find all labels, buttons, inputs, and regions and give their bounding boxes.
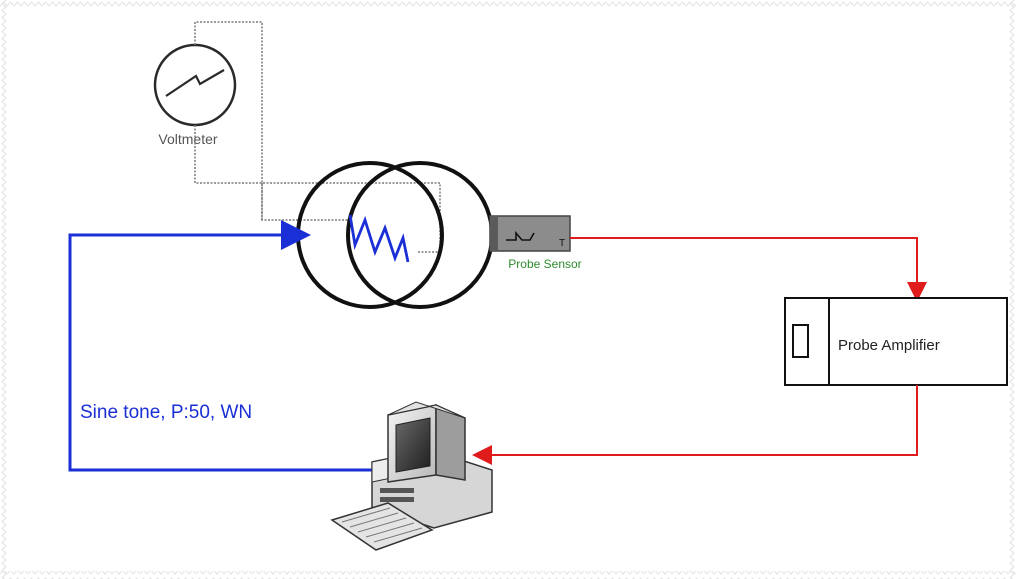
signal-label: Sine tone, P:50, WN — [80, 402, 252, 423]
probe-sensor-label: Probe Sensor — [508, 257, 581, 271]
amplifier-box-icon — [784, 297, 1008, 386]
probe-sensor-icon — [489, 215, 571, 252]
desktop-computer-icon[interactable] — [330, 401, 493, 551]
probe-sensor[interactable]: T Probe Sensor — [489, 215, 582, 271]
voltmeter-icon — [153, 43, 237, 127]
sensor-to-amplifier-wire — [570, 237, 927, 302]
transducer[interactable] — [296, 161, 494, 309]
voltmeter[interactable]: Voltmeter — [153, 43, 237, 147]
computer-to-transducer-wire — [68, 220, 385, 472]
probe-sensor-pin-label: T — [559, 238, 565, 249]
coil-zigzag-icon — [348, 214, 410, 263]
voltmeter-wiring — [194, 21, 441, 253]
voltmeter-label: Voltmeter — [158, 131, 217, 147]
probe-amplifier-label: Probe Amplifier — [838, 337, 940, 354]
probe-amplifier[interactable]: Probe Amplifier — [784, 297, 1008, 386]
amplifier-to-computer-wire — [472, 385, 918, 465]
